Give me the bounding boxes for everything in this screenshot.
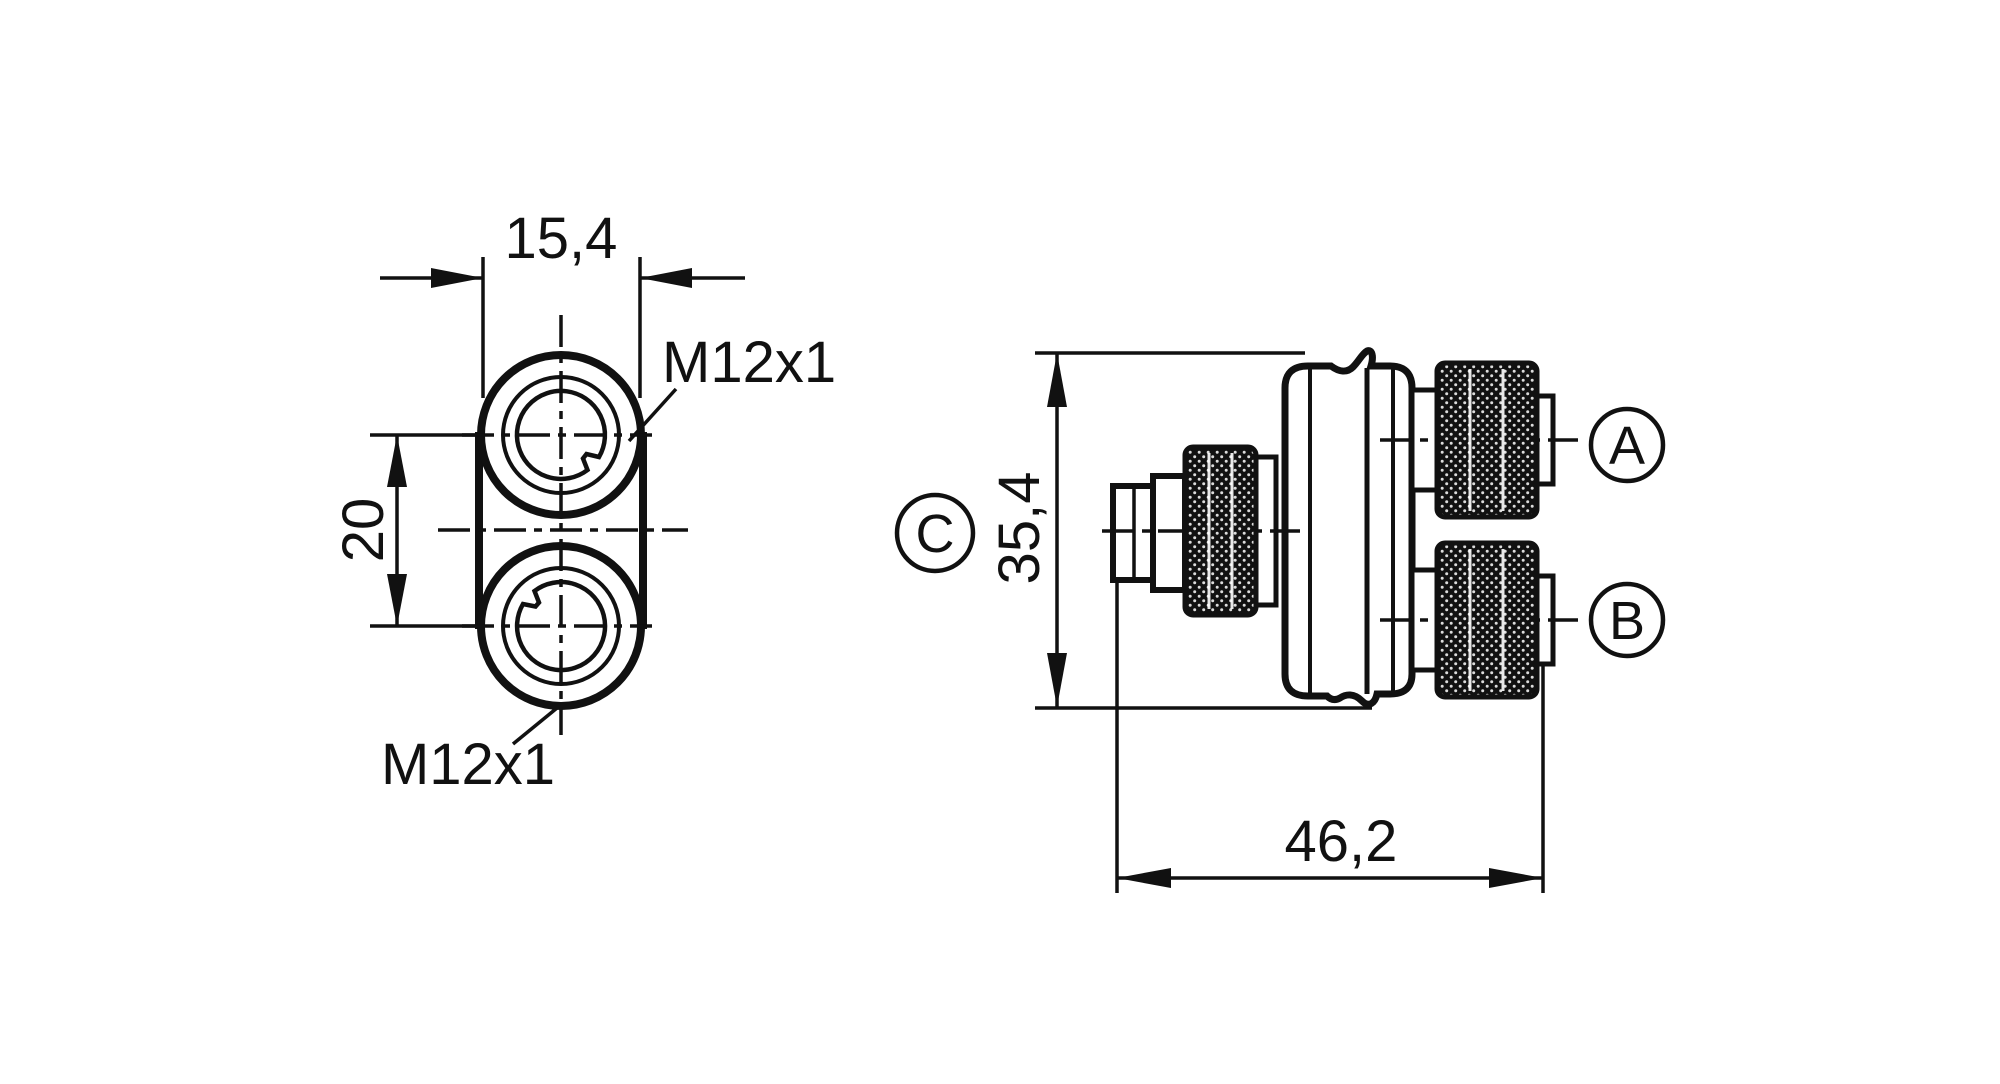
port-a-knurl — [1434, 360, 1540, 520]
dim-length-value: 46,2 — [1285, 809, 1398, 874]
thread-label-bottom: M12x1 — [381, 732, 555, 797]
thread-label-top-group: M12x1 — [627, 330, 836, 443]
port-label-b: B — [1609, 591, 1645, 651]
dim-width-arrow-right — [640, 268, 692, 288]
dim-width: 15,4 — [380, 206, 745, 288]
dim-height: 35,4 — [987, 351, 1372, 710]
port-label-a-badge: A — [1588, 406, 1666, 484]
splitter-body — [1281, 347, 1416, 708]
dim-spacing-arrow-bottom — [387, 574, 407, 626]
port-bottom-keyed-bore — [514, 579, 608, 673]
thread-label-bottom-group: M12x1 — [381, 706, 559, 797]
port-label-b-badge: B — [1588, 581, 1666, 659]
port-top-keyed-bore — [514, 388, 608, 482]
port-b-knurl — [1434, 540, 1540, 700]
port-label-a: A — [1609, 416, 1645, 476]
male-plug-collar — [1150, 473, 1188, 593]
male-plug — [1110, 454, 1279, 608]
dim-height-arrow-top — [1047, 353, 1067, 407]
port-label-c: C — [916, 504, 955, 564]
dim-length-arrow-left — [1117, 868, 1171, 888]
front-center-lines — [438, 315, 688, 735]
dim-length-arrow-right — [1489, 868, 1543, 888]
male-plug-knurl — [1182, 444, 1259, 618]
front-view: 15,4 20 M12x1 M12x1 — [331, 206, 836, 797]
dim-spacing-value: 20 — [331, 498, 396, 563]
dim-height-value: 35,4 — [987, 472, 1052, 585]
dim-length: 46,2 — [1115, 582, 1545, 893]
dim-spacing-arrow-top — [387, 435, 407, 487]
dim-width-arrow-left — [431, 268, 483, 288]
thread-label-top: M12x1 — [662, 330, 836, 395]
dim-width-value: 15,4 — [505, 206, 618, 271]
dim-spacing: 20 — [331, 435, 407, 626]
port-label-c-badge: C — [894, 492, 976, 574]
dim-width-extension-lines — [481, 257, 642, 398]
side-view: 35,4 46,2 — [894, 347, 1666, 893]
dim-height-arrow-bottom — [1047, 653, 1067, 707]
